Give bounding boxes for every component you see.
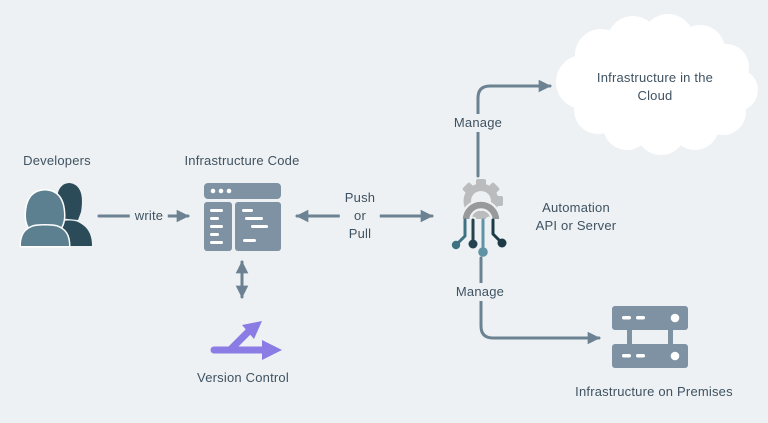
- cloud-label-line1: Infrastructure in the: [596, 70, 714, 85]
- developers-label: Developers: [23, 153, 91, 168]
- version-control-label: Version Control: [197, 370, 289, 385]
- on-premises-label: Infrastructure on Premises: [575, 384, 733, 399]
- cloud-label: Infrastructure in the Cloud: [597, 69, 713, 105]
- infrastructure-code-label: Infrastructure Code: [184, 153, 300, 168]
- gear-circuit-icon: [444, 179, 518, 257]
- cloud-shape-icon: [556, 14, 758, 155]
- push-pull-line3: Pull: [348, 226, 372, 241]
- manage-onprem-arrow: [479, 256, 601, 345]
- server-stack-icon: [612, 306, 688, 368]
- manage-cloud-edge-label: Manage: [448, 114, 508, 132]
- push-pull-line2: or: [354, 208, 366, 223]
- two-people-icon: [19, 183, 92, 248]
- code-window-icon: [204, 183, 281, 251]
- automation-label-line2: API or Server: [535, 218, 617, 233]
- automation-label-line1: Automation: [542, 200, 610, 215]
- push-pull-edge-label: Push or Pull: [339, 189, 381, 243]
- manage-onprem-edge-label: Manage: [450, 283, 510, 301]
- automation-label: Automation API or Server: [536, 199, 617, 235]
- cloud-label-line2: Cloud: [637, 88, 673, 103]
- manage-cloud-arrow: [476, 79, 552, 178]
- push-pull-line1: Push: [344, 190, 376, 205]
- write-edge-label: write: [129, 207, 169, 225]
- git-branch-icon: [210, 321, 282, 360]
